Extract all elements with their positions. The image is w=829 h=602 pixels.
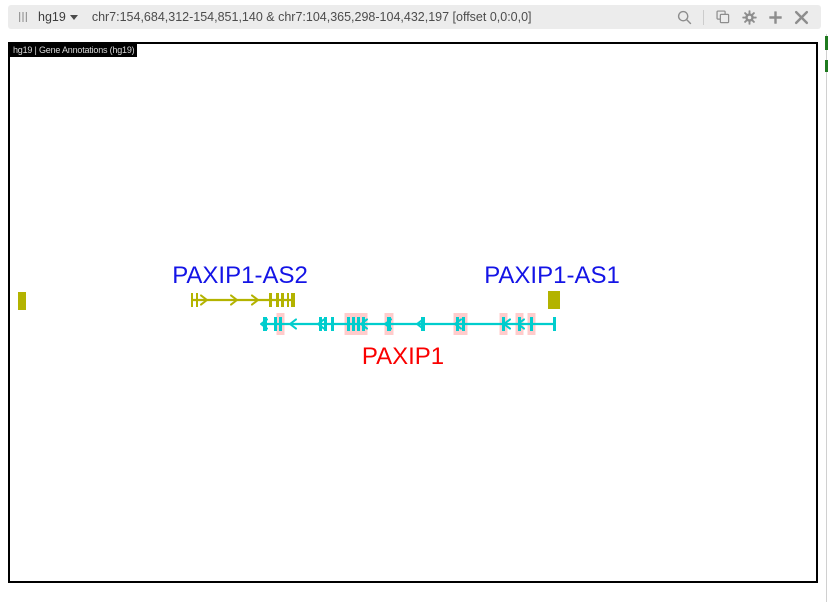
strand-arrow-left (384, 318, 392, 330)
chevron-down-icon (69, 14, 78, 20)
gene-label: PAXIP1-AS1 (484, 262, 620, 289)
track-canvas-panel[interactable]: hg19 | Gene Annotations (hg19) PAXIP1-AS… (8, 42, 818, 583)
gene-exon[interactable] (319, 317, 322, 331)
edge-overview-strip[interactable] (823, 34, 829, 602)
strand-arrow-left (503, 318, 511, 330)
strand-arrow-left (416, 318, 424, 330)
toolbar-actions (672, 6, 813, 28)
drag-handle-icon[interactable] (14, 11, 32, 23)
search-button[interactable] (672, 6, 696, 28)
strand-arrow-left (360, 318, 368, 330)
genome-selector[interactable]: hg19 (38, 10, 78, 24)
gene-exon[interactable] (287, 293, 289, 307)
gene-exon[interactable] (553, 317, 556, 331)
gene-exon[interactable] (362, 317, 365, 331)
partial-gene-left[interactable] (18, 292, 26, 310)
gene-exon[interactable] (462, 317, 465, 331)
gene-exon[interactable] (352, 317, 355, 331)
strand-arrow-right (230, 294, 238, 306)
add-button[interactable] (763, 6, 787, 28)
edge-marker[interactable] (825, 36, 828, 50)
gene-label: PAXIP1 (362, 343, 444, 370)
track-label[interactable]: hg19 | Gene Annotations (hg19) (10, 44, 138, 57)
gene-paxip1[interactable]: PAXIP1 (260, 313, 556, 370)
top-toolbar: hg19 chr7:154,684,312-154,851,140 & chr7… (0, 0, 829, 34)
strand-arrow-left (517, 318, 525, 330)
gene-exon[interactable] (347, 317, 350, 331)
strand-arrow-left (317, 318, 325, 330)
gene-exon[interactable] (191, 293, 193, 307)
gene-paxip1-as2[interactable]: PAXIP1-AS2 (172, 262, 308, 307)
gene-exon[interactable] (421, 317, 425, 331)
locus-input[interactable]: chr7:154,684,312-154,851,140 & chr7:104,… (91, 10, 532, 24)
gene-exon[interactable] (324, 317, 327, 331)
gene-exon[interactable] (331, 317, 334, 331)
gene-exon[interactable] (274, 317, 277, 331)
gene-exon[interactable] (196, 293, 198, 307)
settings-button[interactable] (737, 6, 761, 28)
duplicate-button[interactable] (711, 6, 735, 28)
gene-exon-block[interactable] (18, 292, 26, 310)
gene-exon[interactable] (456, 317, 459, 331)
gene-exon[interactable] (269, 293, 272, 307)
gene-paxip1-as1[interactable]: PAXIP1-AS1 (484, 262, 620, 309)
strand-arrow-left (289, 318, 297, 330)
gene-exon[interactable] (276, 293, 279, 307)
gene-exon[interactable] (279, 317, 282, 331)
strand-arrow-right (251, 294, 259, 306)
close-button[interactable] (789, 6, 813, 28)
strand-arrow-left (260, 318, 268, 330)
gene-label: PAXIP1-AS2 (172, 262, 308, 289)
gene-exon[interactable] (263, 317, 267, 331)
gene-exon-block[interactable] (548, 291, 560, 309)
gene-exon[interactable] (281, 293, 284, 307)
gene-exon[interactable] (530, 317, 533, 331)
toolbar-divider (703, 9, 704, 25)
gene-exon[interactable] (387, 317, 391, 331)
edge-marker[interactable] (825, 60, 828, 72)
edge-rail (826, 34, 827, 602)
strand-arrow-left (454, 318, 462, 330)
genome-selector-label: hg19 (38, 10, 66, 24)
gene-exon[interactable] (357, 317, 360, 331)
gene-exon[interactable] (291, 293, 295, 307)
strand-arrow-right (200, 294, 208, 306)
toolbar-bar: hg19 chr7:154,684,312-154,851,140 & chr7… (8, 5, 821, 29)
